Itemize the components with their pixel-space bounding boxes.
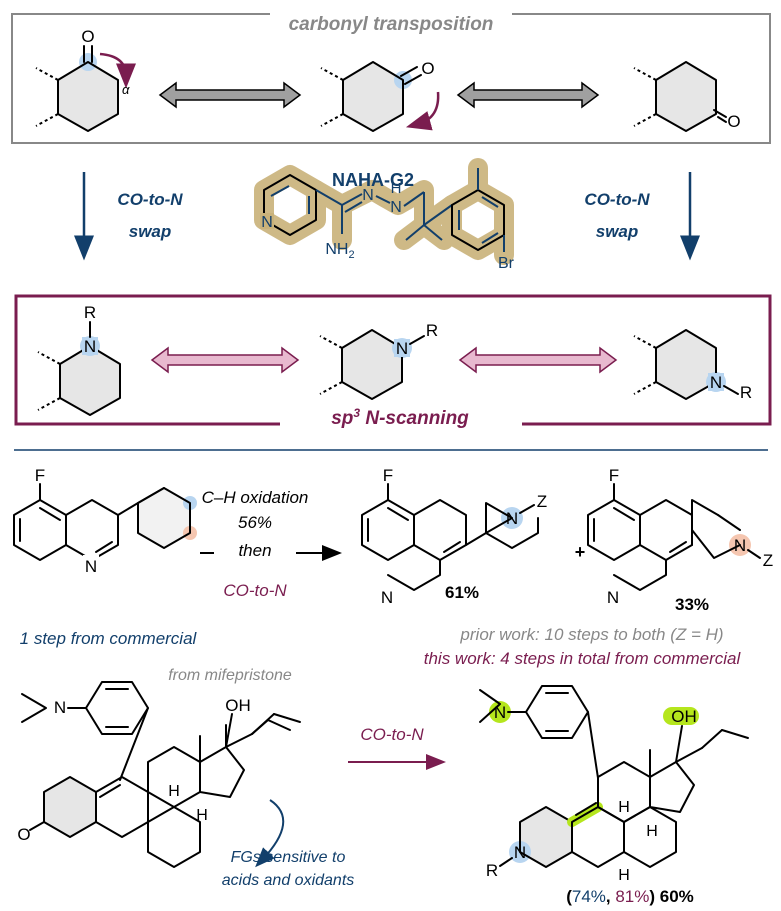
reagent-name: NAHA-G2 <box>332 170 414 190</box>
swap-label-right-2: swap <box>596 222 639 241</box>
co-to-n-swap-left: CO-to-N swap <box>74 172 183 261</box>
r-label: R <box>84 303 96 322</box>
h-label-1: H <box>168 783 180 800</box>
steroid-yields: (74%, 81%) 60% <box>566 887 694 906</box>
fluorine-label: F <box>35 466 45 485</box>
cyclohexanone-3: O <box>320 59 440 132</box>
r-label: R <box>426 321 438 340</box>
r-label: R <box>486 861 498 880</box>
condition-then: then <box>238 541 271 560</box>
nh2-label: NH2 <box>325 241 354 261</box>
n-label: N <box>396 339 408 358</box>
product-piperidine-3-yl: F N N Z 33% <box>587 466 773 614</box>
yield-a: 61% <box>445 583 479 602</box>
pink-double-arrow-2 <box>458 346 618 374</box>
quinoline-n-label: N <box>607 588 619 607</box>
oxygen-label: O <box>421 59 434 78</box>
fluorine-label: F <box>609 466 619 485</box>
hydroxyl-label: OH <box>225 696 251 715</box>
h-label-1: H <box>618 799 630 816</box>
swap-label-right: CO-to-N <box>584 190 650 209</box>
fg-note-line-1: FGs sensitive to <box>231 849 346 866</box>
steroid-condition: CO-to-N <box>360 725 424 744</box>
carbonyl-transposition-box: carbonyl transposition O α O <box>11 13 771 144</box>
condition-ch-oxidation: C–H oxidation <box>202 488 309 507</box>
quinoline-n-label: N <box>381 588 393 607</box>
amidine-n-label: N <box>362 187 374 204</box>
piperidine-n: N <box>514 843 526 862</box>
quinoline-n-label: N <box>85 557 97 576</box>
piperidine-n1: N R <box>37 303 121 416</box>
transposition-title: carbonyl transposition <box>289 14 494 35</box>
plus-sign: + <box>575 542 586 562</box>
dimethylamino-n: N <box>54 698 66 717</box>
hydroxyl-label: OH <box>671 707 697 726</box>
dimethylamino-n: N <box>494 703 506 722</box>
h-label-2: H <box>196 807 208 824</box>
oxygen-label: O <box>727 112 740 131</box>
pyridine-n-label: N <box>261 214 273 231</box>
reaction-conditions: C–H oxidation 56% then CO-to-N <box>200 488 342 600</box>
nh-n-label: N <box>390 199 402 216</box>
h-label-3: H <box>618 867 630 884</box>
oxygen-label: O <box>81 27 94 46</box>
pink-double-arrow-1 <box>150 346 300 374</box>
piperidine-n-label: N <box>734 536 746 555</box>
co-to-n-swap-right: CO-to-N swap <box>584 172 700 261</box>
steroid-reaction-arrow: CO-to-N <box>348 725 446 770</box>
gray-double-arrow-1 <box>158 81 302 109</box>
bromine-label: Br <box>498 255 515 272</box>
swap-label-left-2: swap <box>129 222 172 241</box>
z-label: Z <box>537 492 547 511</box>
aza-steroid-product: N N R OH H H H (74%, 81%) 60% <box>479 685 749 906</box>
cyclohexanone-4: O <box>633 61 741 132</box>
swap-label-left: CO-to-N <box>117 190 183 209</box>
quinoline-starting-material: F N <box>13 466 197 576</box>
piperidine-n4: N R <box>633 329 752 402</box>
piperidine-n3: N R <box>319 321 438 400</box>
alpha-label: α <box>122 82 130 97</box>
r-label: R <box>740 383 752 402</box>
condition-co-to-n: CO-to-N <box>223 581 287 600</box>
product-piperidine-4-yl: F N N Z 61% <box>361 466 547 607</box>
n-label: N <box>710 373 722 392</box>
mifepristone-derived-ketone: N O OH H H from mifepristone FGs sensiti… <box>17 667 354 889</box>
n-label: N <box>84 337 96 356</box>
cyclohexanone-2: O α <box>35 27 136 132</box>
naha-g2-reagent: N N H N NH2 Br NAHA-G2 <box>254 158 515 272</box>
yield-b: 33% <box>675 595 709 614</box>
start-note: 1 step from commercial <box>20 629 198 648</box>
n-scanning-box: sp3 N-scanning N R N R <box>14 294 772 429</box>
prior-work-note: prior work: 10 steps to both (Z = H) <box>459 625 723 644</box>
gray-double-arrow-2 <box>456 81 600 109</box>
condition-yield: 56% <box>238 513 272 532</box>
piperidine-n-label: N <box>506 509 518 528</box>
z-label: Z <box>763 551 773 570</box>
fluorine-label: F <box>383 466 393 485</box>
h-label-2: H <box>646 823 658 840</box>
ketone-o: O <box>17 825 30 844</box>
source-note: from mifepristone <box>168 667 292 684</box>
nh-h-label: H <box>391 180 402 197</box>
n-scanning-label: sp3 N-scanning <box>331 406 469 429</box>
fg-note-line-2: acids and oxidants <box>222 872 355 889</box>
this-work-note: this work: 4 steps in total from commerc… <box>424 649 742 668</box>
